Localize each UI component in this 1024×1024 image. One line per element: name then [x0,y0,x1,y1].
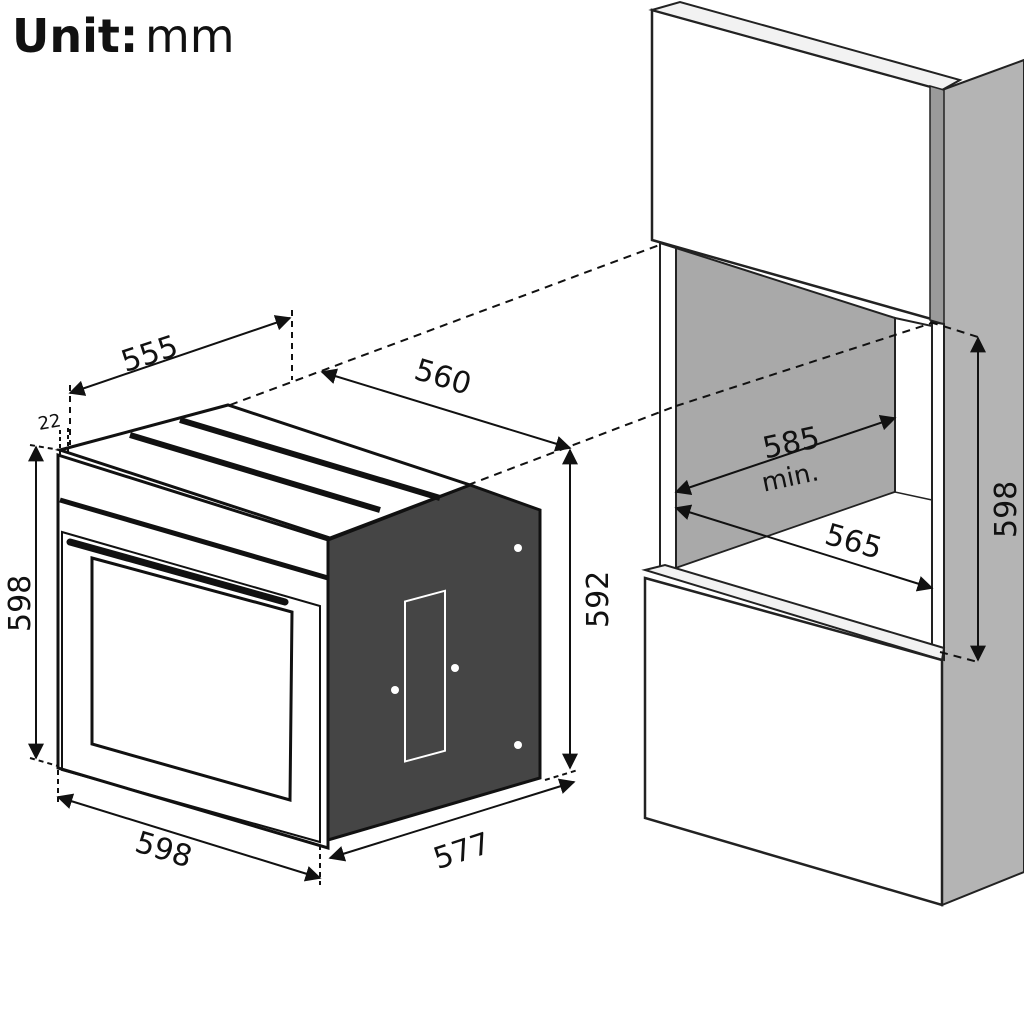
dim-line-585 [674,415,897,495]
dim-598-niche: 598 [989,481,1024,538]
oven-side-screw [514,544,522,552]
cabinet-left-post [659,241,677,574]
unit-caption: Unit: mm [12,9,235,63]
cabinet-lower-front [643,576,944,907]
dim-line-565 [674,504,934,592]
dim-555: 555 [117,329,182,380]
oven-side-screw [451,664,459,672]
dim-592: 592 [581,571,616,628]
cabinet-upper-edge [929,85,945,325]
oven-side-screw [514,741,522,749]
dim-line-577 [328,778,576,862]
oven-top-rib [129,432,381,513]
dimension-lines [28,310,986,885]
dim-line-598-width [56,793,322,882]
oven-side-screw [391,686,399,694]
cabinet [641,0,1024,907]
dim-598-width: 598 [131,825,196,875]
oven-control-strip [59,497,329,581]
dim-577: 577 [429,826,494,877]
cabinet-upper-top [648,0,963,92]
dim-22: 22 [36,410,62,435]
dim-line-555 [68,315,292,396]
dim-598-height: 598 [3,575,38,632]
unit-label: Unit: [12,9,138,63]
dim-560: 560 [410,352,475,402]
unit-value: mm [145,9,235,63]
cabinet-right-post [931,320,945,662]
oven [54,403,542,851]
oven-top-rib [179,417,441,501]
dim-line-560 [320,368,572,452]
oven-side-vent [404,589,446,763]
oven-door-handle [66,538,289,606]
